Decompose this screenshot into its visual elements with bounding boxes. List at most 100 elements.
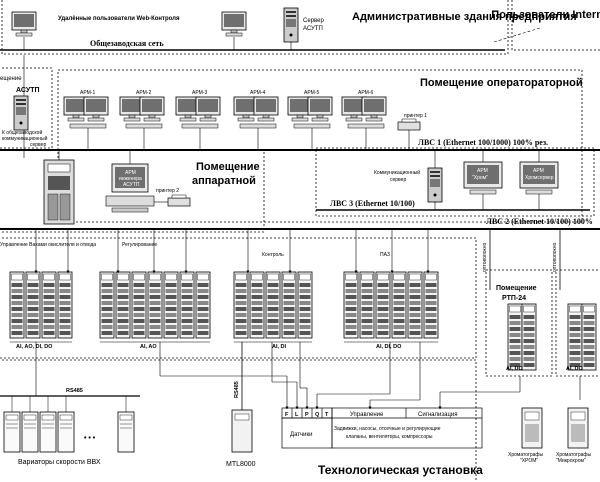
asutp-server-label-2: АСУТП xyxy=(303,26,323,32)
rtp24-title-2: РТП-24 xyxy=(502,295,526,302)
actuators-label-2: клапаны, вентиляторы, компрессоры xyxy=(346,434,433,440)
engineer-label-1: АРМ xyxy=(125,170,136,176)
chrom-1-label-1: Хроматографы xyxy=(508,452,544,458)
chrom-arm-2[interactable] xyxy=(519,150,559,210)
cabinet-group-1[interactable] xyxy=(9,271,73,339)
asutp-server-label-1: Сервер xyxy=(303,18,324,24)
operator-zone-title: Помещение оператораторной xyxy=(420,77,583,89)
printer-2[interactable] xyxy=(154,194,191,207)
engineer-label-3: АСУТП xyxy=(123,182,140,188)
field-links xyxy=(159,342,581,410)
drive-links xyxy=(11,396,127,412)
drives-ellipsis: • • • xyxy=(84,435,96,442)
workstation-label-5: АРМ-5 xyxy=(304,90,319,96)
workstation-row xyxy=(63,96,387,122)
sensor-letter-t: T xyxy=(325,412,329,418)
cabinet-group-2-title: Регулирование xyxy=(122,242,157,248)
workstation-label-6: АРМ-6 xyxy=(358,90,373,96)
remote-user-pc-1[interactable] xyxy=(11,11,37,50)
left-server-label-2: коммуникационный xyxy=(2,135,48,142)
left-server-label-1: К общезаводской xyxy=(2,129,42,136)
lan3-label: ЛВС 3 (Ethernet 10/100) xyxy=(330,199,415,208)
asutp-left-zone xyxy=(0,67,53,149)
control-label: Управление xyxy=(350,412,384,418)
chrom-1-label-2: "ХРОМ" xyxy=(520,458,538,464)
cabinet-group-3[interactable] xyxy=(233,271,313,339)
plant-network-label: Общезаводская сеть xyxy=(90,39,164,48)
workstation-links xyxy=(87,128,367,150)
chrom-arm-1-label-2: "Хром" xyxy=(472,175,488,181)
fiber-label-2: оптоволокно xyxy=(552,243,558,272)
actuators-label-1: Задвижки, насосы, отсечные и регулирующи… xyxy=(334,426,441,432)
cabinet-group-3-io: AI, DI xyxy=(272,344,287,350)
asutp-server[interactable] xyxy=(283,7,299,50)
apparatus-zone-title-1: Помещение xyxy=(196,161,260,173)
fiber-links xyxy=(489,229,561,290)
chrom-arm-1-label-1: АРМ xyxy=(477,168,488,174)
cabinet-group-2[interactable] xyxy=(99,271,211,339)
comm-server[interactable] xyxy=(427,150,443,210)
chromatograph-2[interactable] xyxy=(567,407,589,449)
workstation-4[interactable] xyxy=(233,96,279,122)
sensors-label: Датчики xyxy=(290,432,312,438)
drives-label: Вариаторы скорости ВВХ xyxy=(18,459,101,466)
printer-2-label: принтер 2 xyxy=(156,188,179,194)
cabinet-group-3-title: Контроль xyxy=(262,252,284,258)
printer-1[interactable] xyxy=(397,118,421,150)
sensor-letter-l: L xyxy=(295,412,299,418)
tech-unit-title: Технологическая установка xyxy=(318,463,483,477)
rtp24-title-1: Помещение xyxy=(496,285,537,292)
speed-drives[interactable] xyxy=(3,411,135,453)
left-server-label-3: сервер xyxy=(30,142,46,148)
comm-server-label-2: сервер xyxy=(390,177,406,183)
workstation-2[interactable] xyxy=(119,96,165,122)
rtp24-cabinet-1[interactable] xyxy=(507,303,537,371)
workstation-label-1: АРМ-1 xyxy=(80,90,95,96)
lan1-label: ЛВС 1 (Ethernet 100/1000) 100% рез. xyxy=(418,138,548,147)
cabinet-lan-links xyxy=(34,229,430,274)
cabinet-group-4[interactable] xyxy=(343,271,439,339)
sensor-letter-q: Q xyxy=(315,412,320,418)
rs485-label-v: RS485 xyxy=(234,381,240,398)
chrom-arm-2-label-1: АРМ xyxy=(533,168,544,174)
sensor-letter-p: P xyxy=(305,412,309,418)
cabinet-group-4-title: ПАЗ xyxy=(380,252,390,258)
comm-server-label-1: Коммуникационный xyxy=(374,169,420,176)
internet-zone xyxy=(511,0,600,51)
remote-user-pc-2[interactable] xyxy=(221,11,247,50)
workstation-label-3: АРМ-3 xyxy=(192,90,207,96)
left-asutp-server[interactable] xyxy=(13,55,29,158)
field-zone xyxy=(0,359,477,482)
mtl8000-label: MTL8000 xyxy=(226,461,256,468)
control-cabinet-station[interactable] xyxy=(43,150,75,225)
rtp24-io-1: AI, DO xyxy=(506,366,524,372)
workstation-1[interactable] xyxy=(63,96,109,122)
keyboard-row xyxy=(69,123,385,129)
chrom-2-label-2: "Микрохром" xyxy=(556,458,586,464)
workstation-6[interactable] xyxy=(341,96,387,122)
engineer-workstation[interactable] xyxy=(105,150,155,213)
lan3-zone xyxy=(315,147,595,217)
cabinet-group-2-io: AI, AO xyxy=(140,344,157,350)
chromatograph-1[interactable] xyxy=(521,407,543,449)
rtp24-io-2: AI, DO xyxy=(566,366,584,372)
asutp-left-title-1: ещение xyxy=(0,76,22,82)
rtp24-zone-1 xyxy=(485,269,553,377)
workstation-3[interactable] xyxy=(175,96,221,122)
apparatus-zone-title-2: аппаратной xyxy=(192,175,256,187)
internet-link xyxy=(493,27,541,43)
workstation-5[interactable] xyxy=(287,96,333,122)
engineer-label-2: инженера xyxy=(119,176,142,182)
admin-zone-title: Административные здания предприятия xyxy=(352,11,577,23)
cabinet-zone xyxy=(0,237,477,359)
operator-zone xyxy=(57,69,583,223)
rtp24-cabinet-2[interactable] xyxy=(567,303,597,371)
rs485-label-h: RS485 xyxy=(66,388,83,394)
internet-zone-title-1: Пользователи Internet xyxy=(491,9,600,21)
chrom-arm-1[interactable] xyxy=(463,150,503,210)
chrom-arm-2-label-2: Хромсервер xyxy=(525,175,554,181)
cabinet-group-1-title: Управление Вахами окислителя и отвода xyxy=(0,242,96,248)
printer-1-label: принтер 1 xyxy=(404,113,427,119)
